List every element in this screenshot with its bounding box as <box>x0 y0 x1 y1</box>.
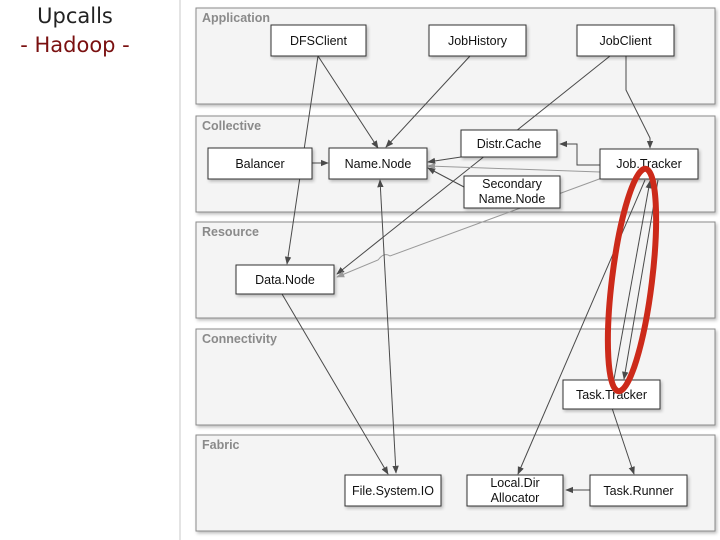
edge-distrcache-namenode <box>427 156 462 165</box>
node-label-tasktracker: Task.Tracker <box>576 388 647 402</box>
node-label-taskrunner: Task.Runner <box>603 484 673 498</box>
edge-datanode-filesystemio <box>281 293 389 475</box>
node-label-jobclient: JobClient <box>599 34 652 48</box>
node-label-balancer: Balancer <box>235 157 284 171</box>
edge-jobclient-jobtracker <box>625 56 654 149</box>
node-jobtracker: Job.Tracker <box>599 148 699 180</box>
edge-jobhistory-namenode <box>385 55 471 148</box>
node-secondary-namenode: Secondary Name.Node <box>463 175 561 209</box>
edge-namenode-filesystemio <box>377 179 399 474</box>
layer-label-application: Application <box>202 11 270 25</box>
slide-title-line1: Upcalls <box>37 4 113 28</box>
node-label-secondary-line2: Name.Node <box>479 192 546 206</box>
node-label-dfsclient: DFSClient <box>290 34 347 48</box>
layer-label-connectivity: Connectivity <box>202 332 277 346</box>
layer-connectivity: Connectivity <box>195 328 716 426</box>
node-taskrunner: Task.Runner <box>589 474 688 507</box>
node-dfsclient: DFSClient <box>270 24 367 57</box>
node-balancer: Balancer <box>207 147 313 180</box>
node-label-filesystemio: File.System.IO <box>352 484 434 498</box>
edge-jobtracker-tasktracker-a <box>622 179 659 380</box>
edge-jobtracker-distrcache <box>559 140 600 166</box>
edge-tasktracker-jobtracker-b <box>613 180 652 380</box>
edge-jobtracker-namenode <box>427 163 601 173</box>
layer-label-collective: Collective <box>202 119 261 133</box>
node-label-jobhistory: JobHistory <box>448 34 508 48</box>
node-localdir-allocator: Local.Dir Allocator <box>466 474 564 507</box>
slide-title-line2: - Hadoop - <box>20 33 130 57</box>
highlight-ellipse <box>604 165 660 395</box>
node-filesystemio: File.System.IO <box>344 474 442 507</box>
node-label-namenode: Name.Node <box>345 157 412 171</box>
edges <box>281 55 659 494</box>
node-jobclient: JobClient <box>576 24 675 57</box>
node-label-distrcache: Distr.Cache <box>477 137 542 151</box>
node-label-jobtracker: Job.Tracker <box>616 157 682 171</box>
node-distrcache: Distr.Cache <box>460 129 558 158</box>
node-label-localdir-line2: Allocator <box>491 491 540 505</box>
node-label-secondary-line1: Secondary <box>482 177 543 191</box>
edge-jobtracker-localdir <box>517 179 646 475</box>
node-label-datanode: Data.Node <box>255 273 315 287</box>
node-jobhistory: JobHistory <box>428 24 527 57</box>
edge-dfsclient-namenode <box>317 55 379 149</box>
node-datanode: Data.Node <box>235 264 335 295</box>
edge-tasktracker-taskrunner <box>611 407 635 475</box>
node-namenode: Name.Node <box>328 147 428 180</box>
layer-label-fabric: Fabric <box>202 438 240 452</box>
node-label-localdir-line1: Local.Dir <box>490 476 539 490</box>
edge-secondary-namenode <box>427 167 465 188</box>
layer-label-resource: Resource <box>202 225 259 239</box>
slide-title: Upcalls - Hadoop - <box>0 2 150 60</box>
